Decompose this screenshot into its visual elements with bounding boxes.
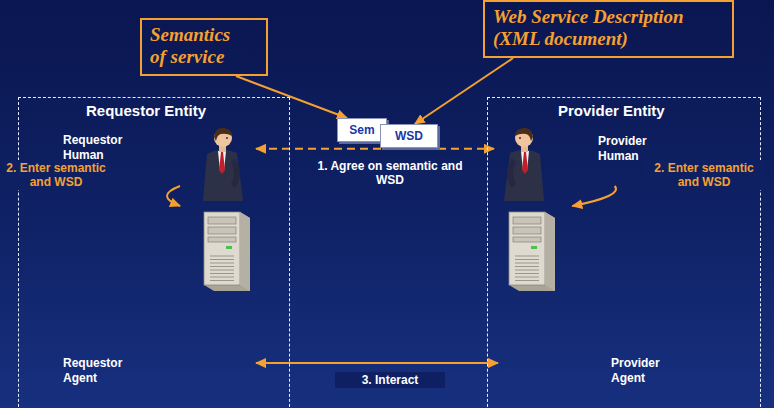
server-agent: Provider Agent	[498, 206, 675, 393]
annotation-box: Semantics of service	[140, 18, 268, 76]
entity-region: Requestor EntityRequestor HumanRequestor…	[18, 97, 290, 408]
region-heading: Provider Entity	[558, 102, 665, 119]
document-label: Sem	[349, 123, 374, 137]
entity-region: Provider EntityProvider HumanProvider Ag…	[487, 97, 761, 408]
step-label: 2. Enter semantic and WSD	[643, 160, 765, 190]
actor-label: Requestor Human	[63, 133, 133, 163]
step-label: 3. Interact	[335, 372, 445, 388]
server-tower	[501, 208, 556, 291]
region-heading: Requestor Entity	[86, 102, 206, 119]
annotation-text: Semantics of service	[150, 24, 250, 68]
step-label: 2. Enter semantic and WSD	[2, 160, 110, 190]
actor-label: Requestor Agent	[63, 356, 133, 386]
server-agent: Requestor Agent	[56, 206, 256, 393]
annotation-text: Web Service Description (XML document)	[493, 6, 718, 50]
person-figure	[191, 126, 251, 201]
connector-arrow	[572, 186, 616, 206]
step-label: 1. Agree on semantic and WSD	[315, 158, 465, 188]
server-tower	[196, 208, 251, 291]
person-figure	[496, 126, 556, 201]
document-icon: WSD	[380, 124, 438, 148]
document-label: WSD	[395, 129, 423, 143]
connector-arrow	[415, 58, 513, 124]
connector-arrow	[256, 362, 498, 364]
connector-arrow	[256, 148, 494, 150]
connector-arrow	[167, 186, 180, 206]
actor-label: Provider Agent	[611, 356, 671, 386]
annotation-box: Web Service Description (XML document)	[483, 0, 734, 58]
human-actor: Provider Human	[494, 126, 664, 186]
